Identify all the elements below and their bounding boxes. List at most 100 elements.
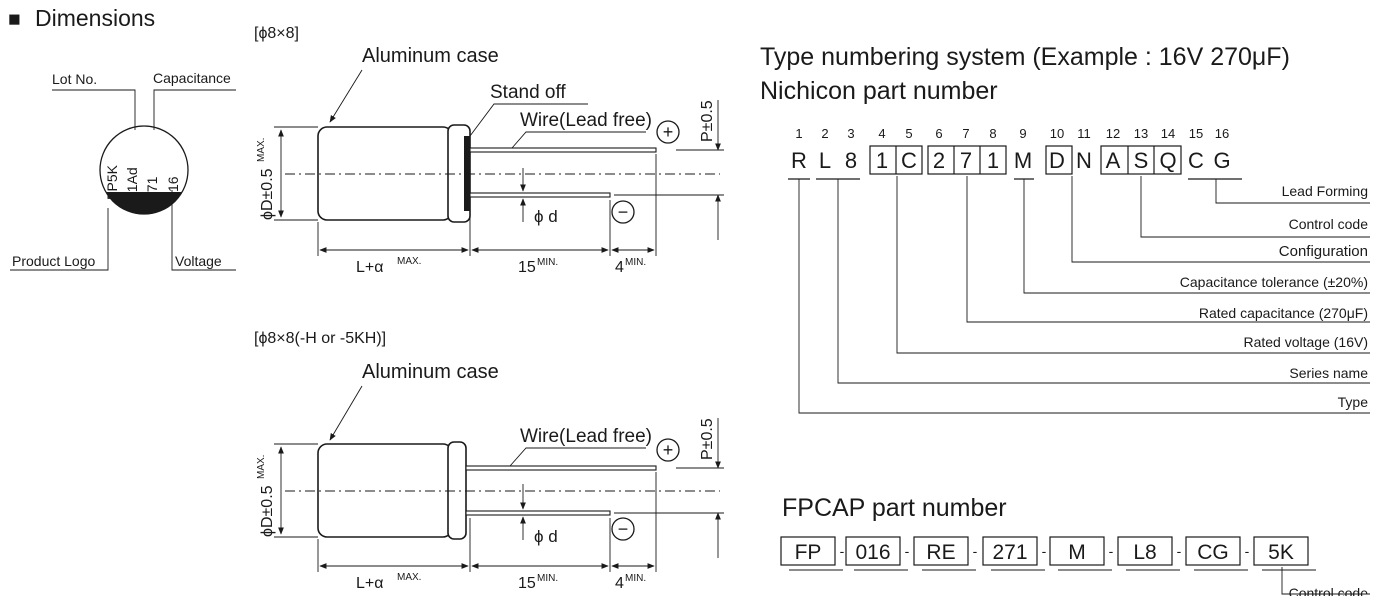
- leader-capacitance: [966, 176, 1370, 323]
- fpcap-box-8: [1253, 536, 1309, 566]
- length-sup-1: MAX.: [397, 256, 421, 267]
- fpcap-title: FPCAP part number: [782, 494, 1007, 522]
- box-configuration-d: [1045, 145, 1073, 175]
- part-char-2: L: [819, 148, 831, 173]
- length-sup-2: MAX.: [397, 572, 421, 583]
- logo-leader: [10, 208, 109, 271]
- part-char-11: N: [1076, 148, 1092, 173]
- part-char-4: 1: [876, 148, 888, 173]
- position-number-13: 13: [1134, 126, 1148, 141]
- part-char-8: 1: [987, 148, 999, 173]
- position-number-6: 6: [935, 126, 942, 141]
- position-number-11: 11: [1077, 126, 1091, 141]
- fpcap-segment-1: FP: [795, 541, 822, 564]
- lead-diff-label-1: 4: [615, 259, 624, 276]
- label-series-name: Series name: [1289, 365, 1368, 381]
- label-rated-capacitance: Rated capacitance (270μF): [1199, 305, 1368, 321]
- part-char-15: C: [1188, 148, 1204, 173]
- negative-lead-2: [465, 510, 611, 516]
- voltage-leader: [171, 190, 236, 271]
- positive-lead-2: [465, 465, 657, 471]
- minus-marker-2: [611, 517, 635, 541]
- lead-len-label-1: 15: [518, 259, 536, 276]
- position-number-8: 8: [989, 126, 996, 141]
- marking-line-2: 61Ad: [124, 167, 140, 200]
- position-number-14: 14: [1161, 126, 1175, 141]
- fpcap-box-5: [1049, 536, 1105, 566]
- leader-control-code: [1140, 176, 1370, 238]
- fpcap-separator-4: -: [1042, 543, 1047, 559]
- aluminum-case-leader-1: [329, 69, 363, 123]
- part-char-1: R: [791, 148, 807, 173]
- section-title: Dimensions: [35, 5, 155, 31]
- lead-dia-label-1: ϕ d: [534, 207, 558, 226]
- lead-len-label-2: 15: [518, 575, 536, 592]
- pitch-label-1: P±0.5: [699, 100, 716, 142]
- wire-label-1: Wire(Lead free): [520, 110, 652, 131]
- position-number-15: 15: [1189, 126, 1203, 141]
- voltage-label: Voltage: [175, 253, 222, 269]
- part-char-6: 2: [933, 148, 945, 173]
- lead-len-sup-1: MIN.: [537, 257, 558, 268]
- fpcap-box-4: [982, 536, 1038, 566]
- fpcap-separator-2: -: [905, 543, 910, 559]
- fpcap-segment-7: CG: [1197, 541, 1229, 564]
- drawing-2-caption: [ϕ8×8(-H or -5KH)]: [254, 330, 386, 347]
- diameter-label-1: ϕD±0.5: [259, 168, 276, 220]
- leader-configuration: [1071, 176, 1370, 263]
- marking-line-4: 16: [165, 176, 181, 192]
- position-number-9: 9: [1019, 126, 1026, 141]
- product-logo-label: Product Logo: [12, 253, 95, 269]
- fpcap-separator-3: -: [973, 543, 978, 559]
- length-label-2: L+α: [356, 575, 384, 592]
- dimension-drawing-1: [ϕ8×8] Aluminum case Stand off Wire(Lead…: [254, 25, 724, 276]
- label-lead-forming: Lead Forming: [1282, 183, 1368, 199]
- box-capacitance: [927, 145, 1007, 175]
- fpcap-segment-8: 5K: [1268, 541, 1294, 564]
- plus-marker-2: [656, 438, 680, 462]
- diameter-label-2: ϕD±0.5: [259, 485, 276, 537]
- part-char-13: S: [1134, 148, 1149, 173]
- part-char-9: M: [1014, 148, 1032, 173]
- leader-series: [837, 179, 1370, 384]
- label-configuration: Configuration: [1279, 243, 1368, 260]
- label-cap-tolerance: Capacitance tolerance (±20%): [1180, 274, 1368, 290]
- type-numbering-title: Type numbering system (Example : 16V 270…: [760, 43, 1290, 71]
- leader-voltage: [896, 176, 1370, 354]
- position-number-5: 5: [905, 126, 912, 141]
- fpcap-box-6: [1117, 536, 1173, 566]
- position-number-4: 4: [878, 126, 885, 141]
- wire-leader-1: [511, 131, 646, 149]
- fpcap-separator-1: -: [840, 543, 845, 559]
- fpcap-separator-5: -: [1109, 543, 1114, 559]
- wire-leader-2: [509, 447, 646, 467]
- fpcap-segment-3: RE: [926, 541, 955, 564]
- part-char-7: 7: [960, 148, 972, 173]
- label-control-code: Control code: [1289, 216, 1369, 232]
- lead-diff-sup-1: MIN.: [625, 257, 646, 268]
- lot-label: Lot No.: [52, 71, 97, 87]
- part-char-14: Q: [1159, 148, 1176, 173]
- label-rated-voltage: Rated voltage (16V): [1243, 334, 1368, 350]
- position-number-7: 7: [962, 126, 969, 141]
- fpcap-separator-6: -: [1177, 543, 1182, 559]
- fpcap-control-leader: [1281, 567, 1370, 595]
- part-char-10: D: [1049, 148, 1065, 173]
- stand-off-label: Stand off: [490, 82, 566, 103]
- drawing-1-caption: [ϕ8×8]: [254, 25, 299, 42]
- leader-lead-forming: [1215, 179, 1370, 204]
- minus-marker-1: [611, 200, 635, 224]
- lead-dia-label-2: ϕ d: [534, 527, 558, 546]
- fpcap-box-7: [1185, 536, 1241, 566]
- negative-lead-1: [469, 192, 611, 198]
- fpcap-separator-7: -: [1245, 543, 1250, 559]
- minus-sign-2: −: [618, 519, 629, 539]
- plus-marker-1: [656, 120, 680, 144]
- marking-diagram: FP5K 61Ad 271 16 Lot No. Capacitance Pro…: [10, 70, 236, 271]
- lead-diff-label-2: 4: [615, 575, 624, 592]
- fpcap-segment-4: 271: [992, 541, 1027, 564]
- nichicon-subtitle: Nichicon part number: [760, 77, 998, 105]
- plus-sign-2: +: [663, 440, 674, 460]
